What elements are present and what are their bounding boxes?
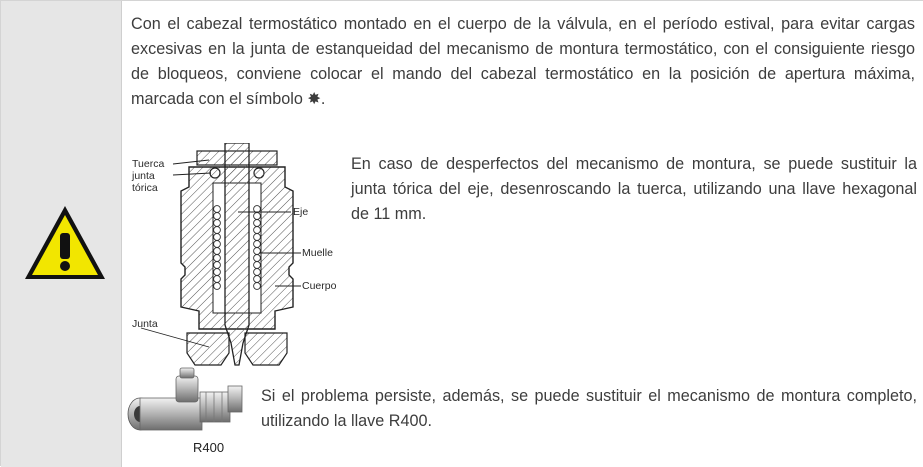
photo-label-r400: R400	[193, 440, 225, 455]
label-tuerca: Tuerca	[132, 158, 165, 170]
paragraph-summer-position: Con el cabezal termostático montado en e…	[131, 15, 915, 108]
label-junta-torica-line2: tórica	[132, 182, 158, 194]
paragraph-o-ring-replacement: En caso de desperfectos del mecanismo de…	[351, 155, 917, 223]
label-junta: Junta	[132, 318, 158, 330]
label-cuerpo: Cuerpo	[302, 280, 337, 292]
thermostatic-mechanism-diagram	[140, 143, 301, 366]
label-muelle: Muelle	[302, 247, 333, 259]
left-sidebar	[1, 1, 122, 467]
warning-triangle-icon	[25, 206, 105, 279]
paragraph-full-mechanism-replacement: Si el problema persiste, además, se pued…	[261, 387, 917, 430]
label-eje: Eje	[293, 206, 309, 218]
r400-key-photo	[127, 367, 243, 431]
label-junta-torica-line1: junta	[132, 170, 155, 182]
